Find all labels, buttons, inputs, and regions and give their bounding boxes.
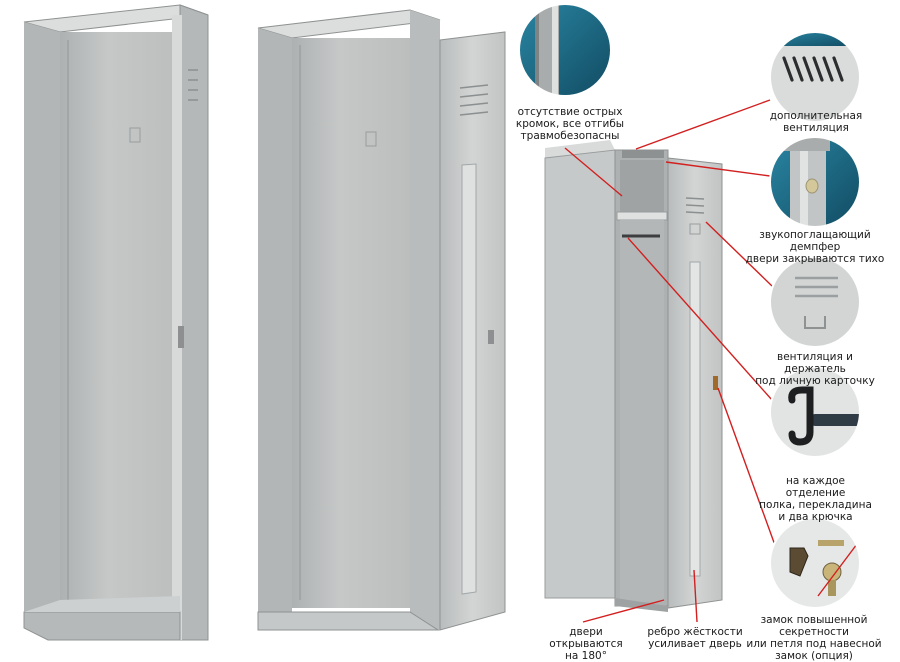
callout-hooks: на каждое отделение полка, перекладина и… xyxy=(759,475,872,523)
detail-lock-circle xyxy=(769,517,861,609)
rail-icon xyxy=(810,414,860,426)
damper-icon xyxy=(805,178,819,194)
detail-ventilation-circle xyxy=(769,31,861,123)
detail-hooks-circle xyxy=(769,366,861,458)
callout-door-180: двери открываются на 180° xyxy=(549,626,623,662)
detail-damper-circle xyxy=(769,136,861,228)
detail-card-holder-circle xyxy=(769,256,861,348)
callout-ventilation: дополнительная вентиляция xyxy=(769,110,863,134)
locker-3 xyxy=(544,140,723,612)
callout-rib: ребро жёсткости усиливает дверь xyxy=(647,626,743,650)
callout-edges: отсутствие острых кромок, все отгибы тра… xyxy=(515,106,625,142)
vent-slots-icon xyxy=(782,56,844,82)
callout-card-holder: вентиляция и держатель под личную карточ… xyxy=(755,351,875,387)
locker-1 xyxy=(23,4,209,641)
locker-2 xyxy=(257,9,506,631)
detail-edges-circle xyxy=(518,3,612,97)
leader-lines xyxy=(564,99,777,623)
coat-hook-icon xyxy=(788,386,814,446)
key-lock-icon xyxy=(789,540,844,596)
callout-lock: замок повышенной секретности или петля п… xyxy=(746,614,882,662)
callout-damper: звукопоглащающий демпфер двери закрывают… xyxy=(745,229,885,265)
card-holder-icon xyxy=(795,276,838,298)
